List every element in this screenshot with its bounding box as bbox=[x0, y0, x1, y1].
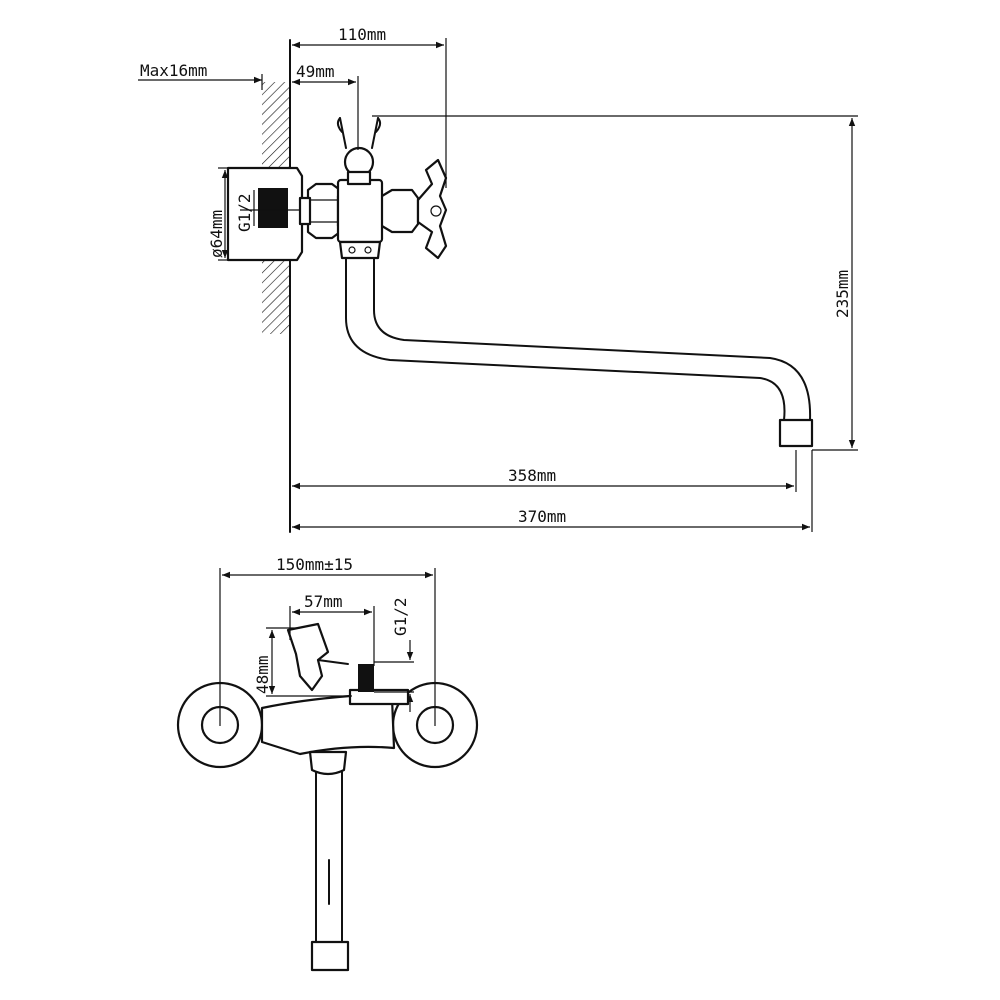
dim-g12-top-label: G1/2 bbox=[391, 597, 410, 636]
shower-holder-top bbox=[286, 622, 330, 692]
dim-49-label: 49mm bbox=[296, 62, 335, 81]
connector-pipe bbox=[298, 196, 312, 226]
dim-max16-label: Max16mm bbox=[140, 61, 207, 80]
valve-housing bbox=[336, 178, 384, 244]
g12-thread-block bbox=[258, 188, 288, 228]
dim-110-label: 110mm bbox=[338, 25, 386, 44]
dim-57-label: 57mm bbox=[304, 592, 343, 611]
handle-screw bbox=[430, 205, 442, 217]
spout-swivel bbox=[338, 240, 382, 260]
dim-150-label: 150mm±15 bbox=[276, 555, 353, 574]
aerator bbox=[778, 418, 814, 448]
shower-holder-arm bbox=[317, 659, 349, 665]
spout-pipe bbox=[345, 257, 786, 421]
dim-235-label: 235mm bbox=[833, 270, 852, 318]
shower-holder-stem bbox=[346, 170, 372, 186]
spout-pipe-inner bbox=[373, 257, 812, 421]
dim-64-label: ø64mm bbox=[207, 210, 226, 258]
top-view: 150mm±15 57mm 48mm G1/2 bbox=[176, 555, 479, 972]
shower-holder bbox=[339, 117, 379, 149]
side-view: 110mm Max16mm 49mm ø64mm G1/2 235mm 358m… bbox=[138, 25, 858, 533]
aerator-top bbox=[310, 940, 350, 972]
dim-48-label: 48mm bbox=[253, 655, 272, 694]
dim-370-label: 370mm bbox=[518, 507, 566, 526]
swivel-detail bbox=[348, 246, 356, 254]
dim-358-label: 358mm bbox=[508, 466, 556, 485]
swivel-top bbox=[308, 750, 348, 776]
g12-thread-block-top bbox=[358, 664, 374, 692]
dim-g12-label: G1/2 bbox=[235, 193, 254, 232]
swivel-detail bbox=[364, 246, 372, 254]
shower-holder-cup bbox=[336, 117, 382, 133]
hex-nut bbox=[306, 182, 342, 240]
